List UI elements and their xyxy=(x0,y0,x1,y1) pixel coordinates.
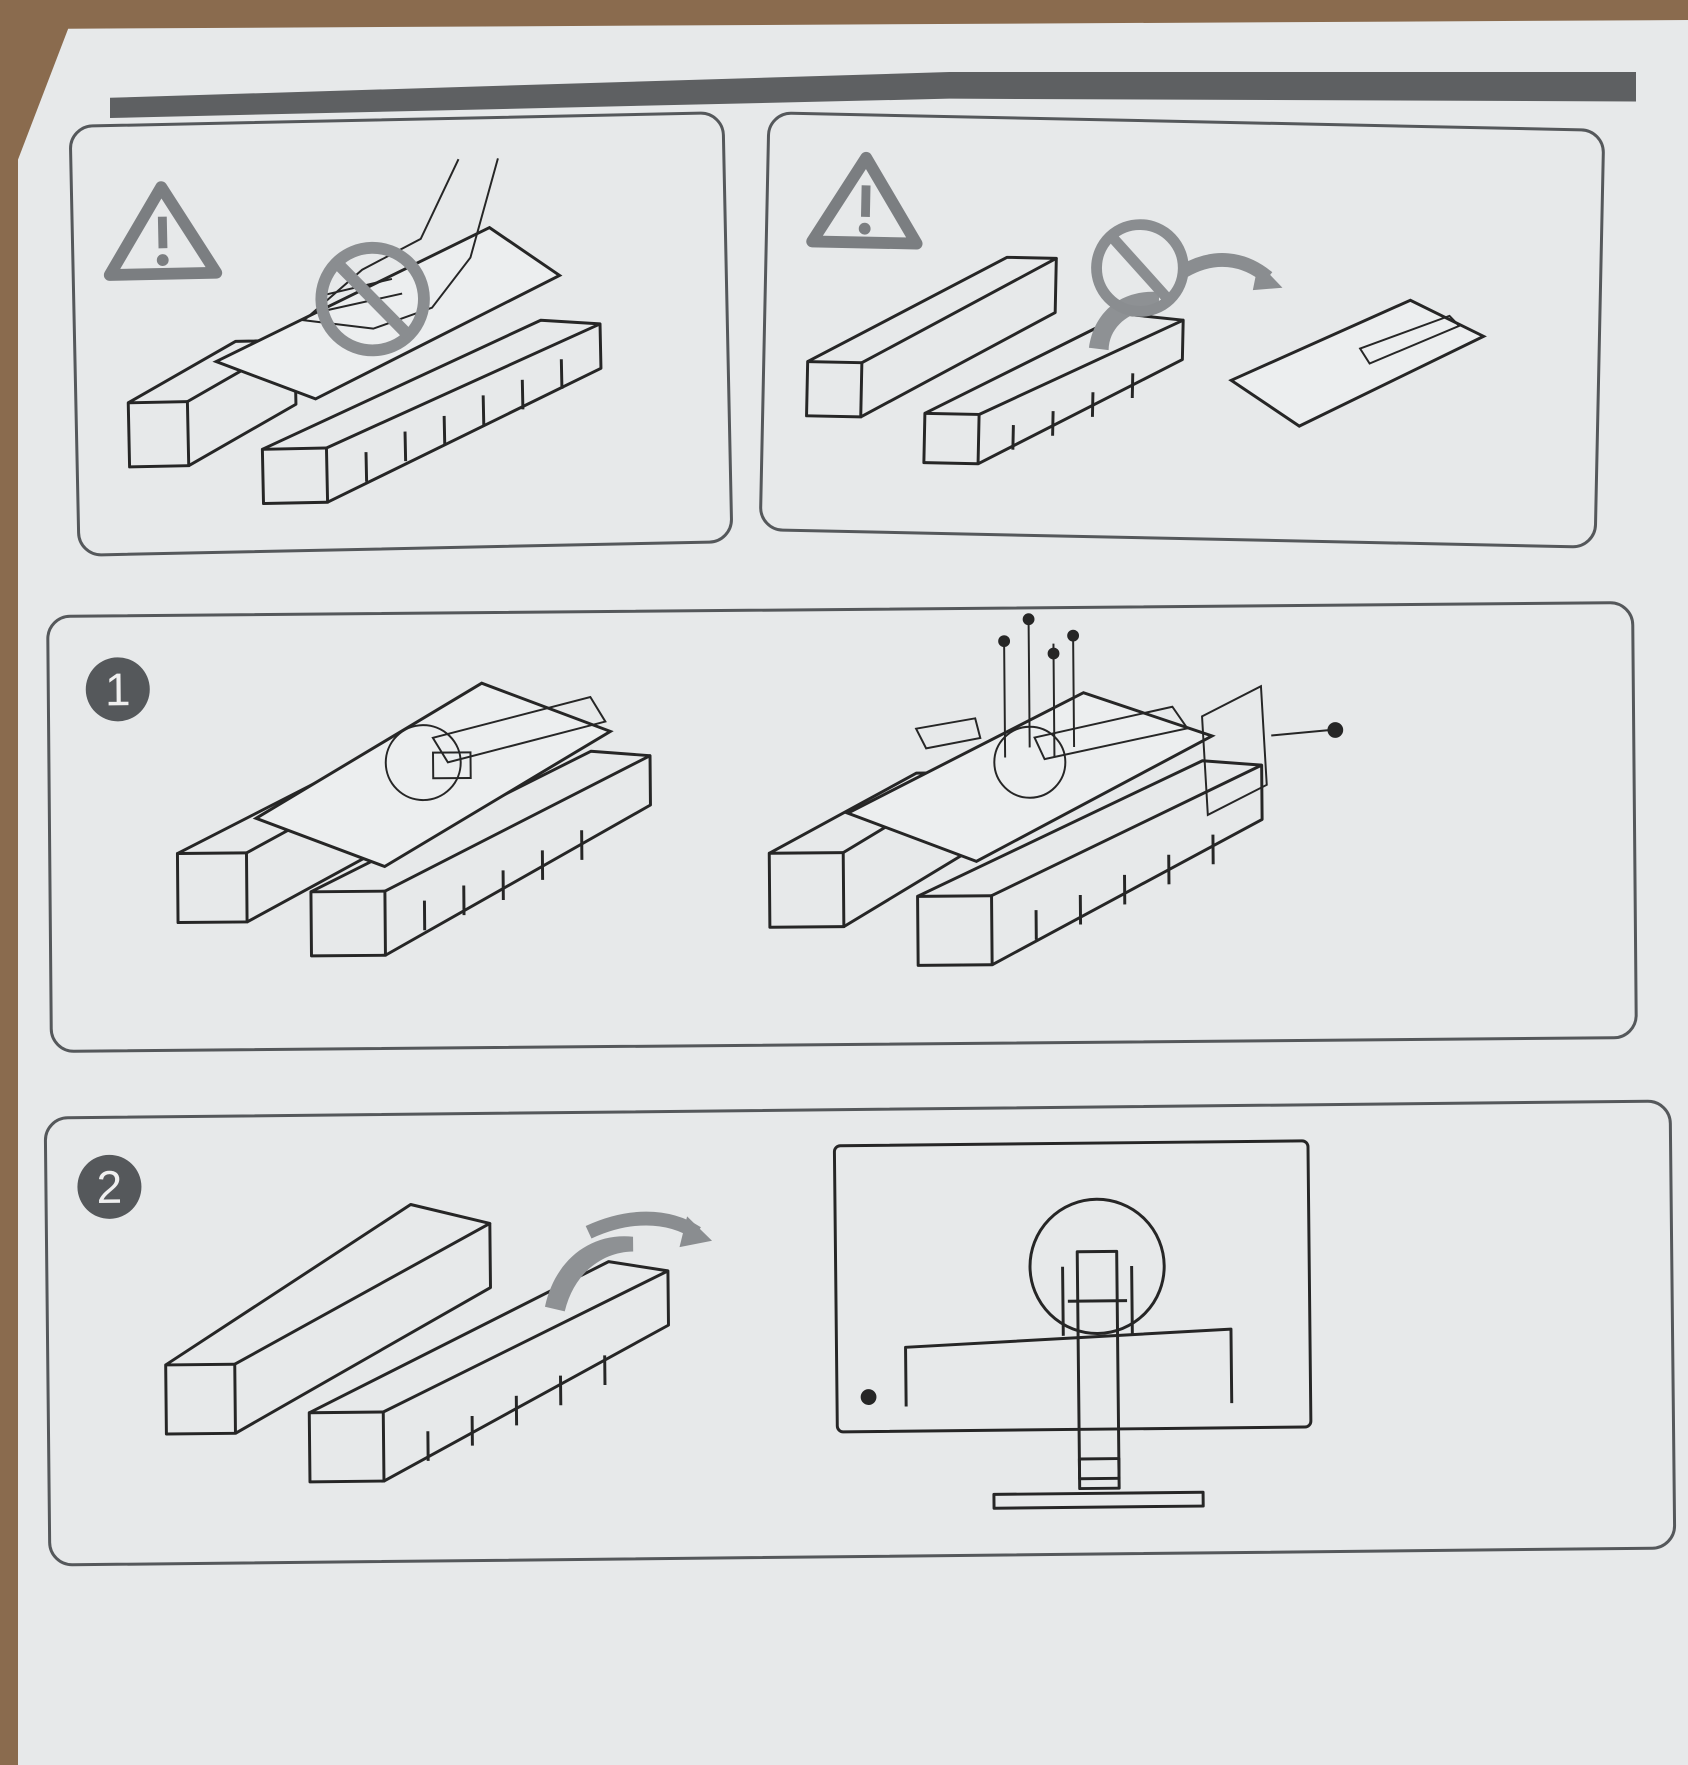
foam-packaging-right xyxy=(767,759,1264,967)
illustration-attach-stand xyxy=(175,613,1344,967)
warning-triangle-icon xyxy=(806,151,923,250)
stand-arm-with-screws xyxy=(914,619,1331,817)
foam-packaging xyxy=(164,1203,670,1484)
lift-arrow xyxy=(585,1211,701,1240)
monitor-panel xyxy=(1228,298,1487,428)
lift-arrow-head xyxy=(679,1216,713,1248)
illustration-stand-upright xyxy=(164,1139,1313,1510)
illustration-remove-foam xyxy=(805,151,1487,466)
no-symbol-icon xyxy=(315,241,430,357)
illustration-do-not-press xyxy=(103,158,603,506)
move-arrow xyxy=(1180,253,1273,284)
screw-icon xyxy=(998,613,1344,738)
move-arrow-head xyxy=(1252,262,1283,291)
step-2-panel: 2 xyxy=(43,1099,1677,1567)
manual-page: 1 xyxy=(18,20,1688,1765)
monitor-back-view xyxy=(832,1139,1313,1510)
step-1-panel: 1 xyxy=(46,601,1638,1053)
warning-panel-right xyxy=(758,111,1606,549)
stand-arm xyxy=(384,695,607,802)
foam-packaging xyxy=(805,255,1185,466)
warning-triangle-icon xyxy=(103,181,223,281)
warning-panel-left xyxy=(68,111,734,557)
header-bar xyxy=(110,72,1636,118)
foam-packaging xyxy=(126,318,603,506)
lift-arrow-stem xyxy=(1088,291,1160,351)
power-button-icon xyxy=(860,1389,877,1405)
lift-arrow-stem xyxy=(544,1236,634,1312)
